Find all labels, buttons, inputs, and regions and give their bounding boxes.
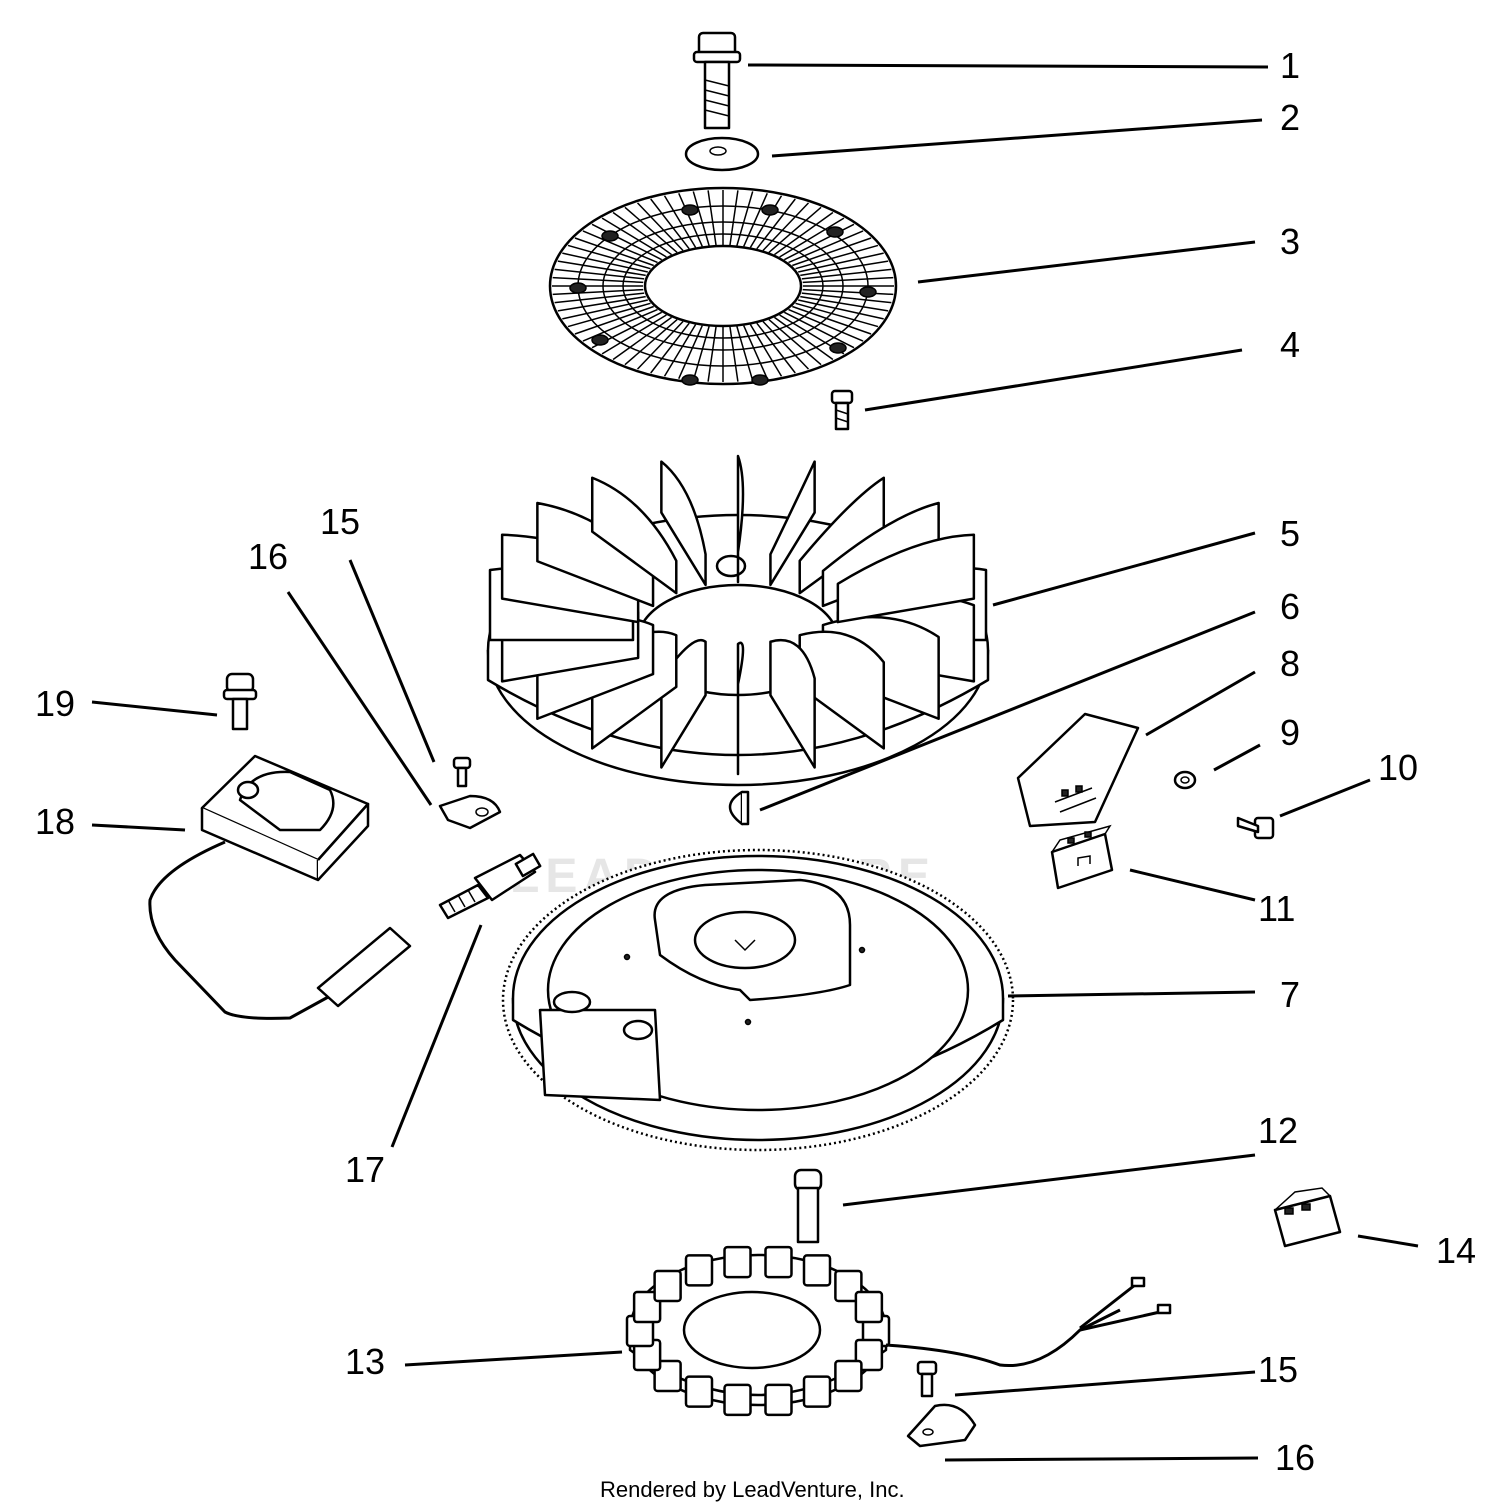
callout-18: 18 xyxy=(35,801,75,842)
callout-5: 5 xyxy=(1280,513,1300,554)
leader-lines xyxy=(91,63,1419,1462)
part-2-washer xyxy=(684,136,760,172)
callout-12: 12 xyxy=(1258,1110,1298,1151)
callout-16-upper: 16 xyxy=(248,536,288,577)
part-5-fan xyxy=(486,454,990,787)
part-1-bolt xyxy=(692,31,742,130)
callout-7: 7 xyxy=(1280,974,1300,1015)
part-12-bolt xyxy=(793,1168,823,1244)
part-16-lower-clamp xyxy=(906,1403,977,1448)
part-3-screen xyxy=(548,186,898,386)
callout-2: 2 xyxy=(1280,97,1300,138)
callout-11: 11 xyxy=(1258,888,1295,929)
callout-3: 3 xyxy=(1280,221,1300,262)
callout-19: 19 xyxy=(35,683,75,724)
part-7-flywheel xyxy=(501,848,1015,1152)
footer-credit: Rendered by LeadVenture, Inc. xyxy=(600,1477,905,1502)
callout-10: 10 xyxy=(1378,747,1418,788)
part-8-regulator xyxy=(1016,712,1140,828)
callout-9: 9 xyxy=(1280,712,1300,753)
part-4-screw xyxy=(830,389,854,431)
part-17-spark-plug xyxy=(438,852,542,920)
callout-1: 1 xyxy=(1280,45,1300,86)
part-15-upper-screw xyxy=(452,756,472,788)
callout-4: 4 xyxy=(1280,324,1300,365)
callout-6: 6 xyxy=(1280,586,1300,627)
part-15-lower-screw xyxy=(916,1360,938,1398)
callout-17: 17 xyxy=(345,1149,385,1190)
part-16-upper-clamp xyxy=(438,794,502,830)
part-19-bolt xyxy=(222,672,258,731)
callout-15-upper: 15 xyxy=(320,501,360,542)
callout-13: 13 xyxy=(345,1341,385,1382)
part-9-nut xyxy=(1173,770,1197,790)
callout-14: 14 xyxy=(1436,1230,1476,1271)
part-11-connector xyxy=(1050,824,1114,890)
part-6-key xyxy=(728,790,750,826)
callout-labels: 1 2 3 4 5 6 8 9 10 11 7 12 14 13 15 16 1… xyxy=(35,45,1476,1478)
part-10-screw xyxy=(1236,816,1275,840)
part-18-ignition-module xyxy=(148,754,412,1020)
part-14-plug xyxy=(1273,1187,1342,1248)
callout-8: 8 xyxy=(1280,643,1300,684)
callout-15-lower: 15 xyxy=(1258,1349,1298,1390)
callout-16-lower: 16 xyxy=(1275,1437,1315,1478)
part-13-stator xyxy=(625,1245,1172,1417)
